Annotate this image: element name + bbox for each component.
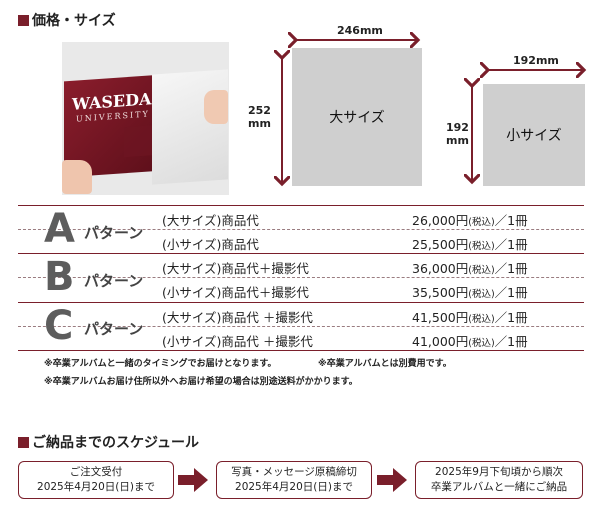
large-size-box: 大サイズ	[292, 48, 422, 186]
schedule-step-delivery: 2025年9月下旬頃から順次卒業アルバムと一緒にご納品	[415, 461, 583, 499]
square-bullet-icon	[18, 436, 29, 448]
table-divider	[18, 277, 584, 278]
hand-right	[204, 90, 228, 124]
pattern-c-price-large: 41,500円(税込)／1冊	[412, 310, 528, 325]
table-divider	[18, 326, 584, 327]
square-bullet-icon	[18, 14, 29, 26]
table-divider	[18, 229, 584, 230]
small-size-label: 小サイズ	[506, 128, 562, 144]
pattern-c-item-large: (大サイズ)商品代 ＋撮影代	[162, 310, 313, 325]
table-divider	[18, 350, 584, 351]
arrow-right-icon	[377, 468, 407, 492]
album-open-page	[152, 69, 228, 185]
small-size-box: 小サイズ	[483, 84, 585, 186]
large-size-label: 大サイズ	[329, 110, 385, 126]
table-divider	[18, 302, 584, 303]
note-separate-cost: ※卒業アルバムとは別費用です。	[318, 359, 452, 369]
pattern-a-price-large: 26,000円(税込)／1冊	[412, 213, 528, 228]
table-divider	[18, 253, 584, 254]
section-title-price: 価格・サイズ	[18, 10, 116, 30]
pattern-b-letter: B	[44, 254, 75, 300]
small-width-label: 192mm	[513, 54, 559, 67]
arrow-right-icon	[178, 468, 208, 492]
note-shipping: ※卒業アルバムお届け住所以外へお届け希望の場合は別途送料がかかります。	[44, 377, 358, 387]
pattern-b-item-large: (大サイズ)商品代＋撮影代	[162, 261, 309, 276]
pattern-b-item-small: (小サイズ)商品代＋撮影代	[162, 285, 309, 300]
product-photo: WASEDA UNIVERSITY	[62, 42, 229, 195]
pattern-b-label: パターン	[84, 272, 144, 290]
section-title-schedule: ご納品までのスケジュール	[18, 432, 199, 452]
note-timing: ※卒業アルバムと一緒のタイミングでお届けとなります。	[44, 359, 277, 369]
pattern-a-item-small: (小サイズ)商品代	[162, 237, 259, 252]
pattern-b-price-large: 36,000円(税込)／1冊	[412, 261, 528, 276]
table-divider	[18, 205, 584, 206]
pattern-c-price-small: 41,000円(税込)／1冊	[412, 334, 528, 349]
hand-left	[62, 160, 92, 194]
large-width-label: 246mm	[337, 24, 383, 37]
large-size-arrows	[272, 24, 442, 194]
pattern-a-price-small: 25,500円(税込)／1冊	[412, 237, 528, 252]
pattern-a-letter: A	[44, 206, 75, 252]
pattern-a-item-large: (大サイズ)商品代	[162, 213, 259, 228]
pattern-a-label: パターン	[84, 224, 144, 242]
pattern-c-letter: C	[44, 303, 74, 349]
small-size-arrows	[460, 54, 590, 188]
pattern-c-item-small: (小サイズ)商品代 ＋撮影代	[162, 334, 313, 349]
pattern-b-price-small: 35,500円(税込)／1冊	[412, 285, 528, 300]
pattern-c-label: パターン	[84, 320, 144, 338]
